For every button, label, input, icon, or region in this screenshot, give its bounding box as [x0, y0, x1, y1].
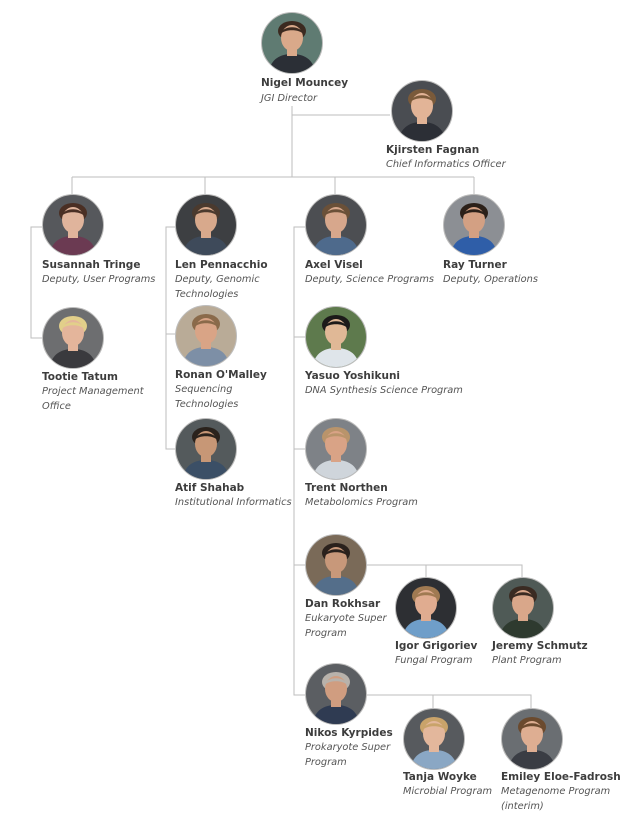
person-title: Project Management Office [42, 386, 144, 412]
person-name: Nigel Mouncey [261, 77, 349, 89]
portrait-icon [305, 306, 367, 368]
person-name: Atif Shahab [175, 482, 245, 494]
portrait-icon-graphic [306, 419, 366, 479]
connector-line [165, 226, 175, 450]
portrait-icon [175, 194, 237, 256]
person-title: Fungal Program [395, 655, 473, 666]
portrait-icon [501, 708, 563, 770]
person-name: Trent Northen [305, 482, 388, 494]
person-name: Jeremy Schmutz [492, 640, 588, 652]
portrait-icon [492, 577, 554, 639]
connector-line [291, 106, 390, 116]
portrait-icon [305, 418, 367, 480]
portrait-icon-graphic [176, 419, 236, 479]
connector-line [365, 564, 523, 577]
portrait-icon-graphic [502, 709, 562, 769]
portrait-icon-graphic [43, 308, 103, 368]
person-title: DNA Synthesis Science Program [305, 385, 463, 396]
person-name: Susannah Tringe [42, 259, 141, 271]
portrait-icon [443, 194, 505, 256]
connector-line [293, 226, 305, 696]
portrait-icon [395, 577, 457, 639]
portrait-icon [391, 80, 453, 142]
person-name: Igor Grigoriev [395, 640, 478, 652]
portrait-icon-graphic [43, 195, 103, 255]
person-title: Eukaryote Super Program [305, 613, 387, 639]
person-name: Ronan O'Malley [175, 369, 267, 381]
person-title: Metagenome Program (interim) [501, 786, 611, 812]
person-name: Yasuo Yoshikuni [305, 370, 401, 382]
portrait-icon-graphic [176, 306, 236, 366]
portrait-icon [42, 307, 104, 369]
portrait-icon-graphic [306, 664, 366, 724]
person-title: Sequencing Technologies [175, 384, 239, 410]
person-title: Metabolomics Program [305, 497, 418, 508]
person-name: Tanja Woyke [403, 771, 477, 783]
portrait-icon [403, 708, 465, 770]
connector-line [30, 226, 42, 339]
person-title: JGI Director [261, 93, 318, 104]
person-name: Emiley Eloe-Fadrosh [501, 771, 621, 783]
person-title: Institutional Informatics [175, 497, 292, 508]
portrait-icon [305, 194, 367, 256]
portrait-icon-graphic [404, 709, 464, 769]
person-title: Deputy, Science Programs [305, 274, 435, 285]
person-title: Deputy, Genomic Technologies [175, 274, 260, 300]
portrait-icon [305, 534, 367, 596]
portrait-icon-graphic [444, 195, 504, 255]
portrait-icon-graphic [306, 195, 366, 255]
person-name: Axel Visel [305, 259, 363, 271]
person-title: Deputy, Operations [443, 274, 538, 285]
person-title: Deputy, User Programs [42, 274, 156, 285]
portrait-icon-graphic [176, 195, 236, 255]
portrait-icon-graphic [306, 535, 366, 595]
person-title: Microbial Program [403, 786, 493, 797]
person-title: Chief Informatics Officer [386, 159, 506, 170]
portrait-icon-graphic [392, 81, 452, 141]
portrait-icon [42, 194, 104, 256]
person-title: Prokaryote Super Program [305, 742, 391, 768]
portrait-icon-graphic [306, 307, 366, 367]
connector-line [365, 694, 532, 708]
portrait-icon [175, 305, 237, 367]
person-name: Ray Turner [443, 259, 507, 271]
portrait-icon [261, 12, 323, 74]
portrait-icon [175, 418, 237, 480]
person-name: Len Pennacchio [175, 259, 268, 271]
person-name: Nikos Kyrpides [305, 727, 393, 739]
portrait-icon-graphic [493, 578, 553, 638]
portrait-icon [305, 663, 367, 725]
person-name: Tootie Tatum [42, 371, 118, 383]
person-name: Kjirsten Fagnan [386, 144, 480, 156]
person-name: Dan Rokhsar [305, 598, 381, 610]
person-title: Plant Program [492, 655, 562, 666]
portrait-icon-graphic [396, 578, 456, 638]
portrait-icon-graphic [262, 13, 322, 73]
